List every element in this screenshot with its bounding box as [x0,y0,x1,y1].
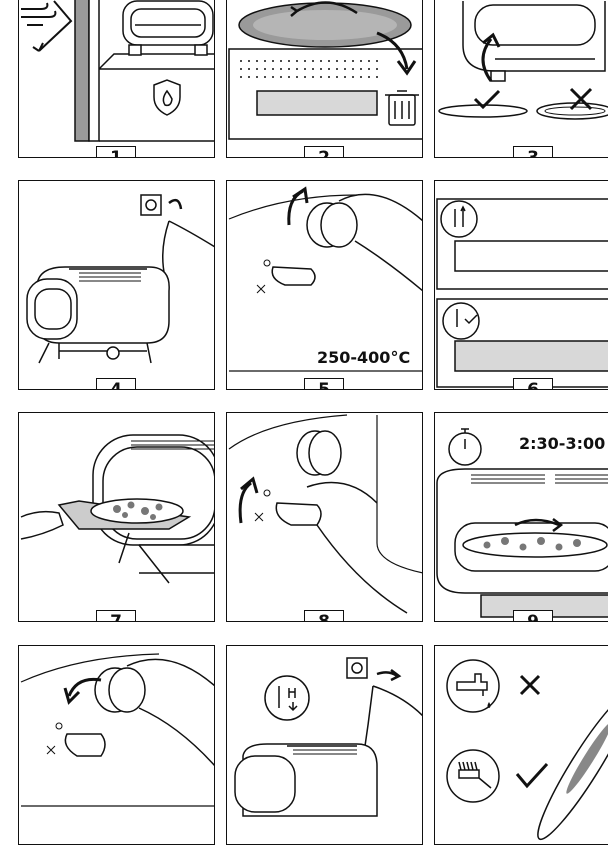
step-number-badge: 6 [513,378,553,389]
step-7-panel: 7 [18,412,215,622]
oven-icon [436,468,608,594]
trash-icon [385,90,419,126]
vent-lines [293,749,357,755]
step-5-panel: 250-400°C 5 [226,180,423,390]
oven-icon [122,0,214,56]
set-timer-illustration [228,414,422,614]
stopwatch-icon [448,428,482,466]
ventilation-clearance-illustration [21,0,214,142]
oven-icon [462,1,606,82]
step-2-panel: 2 [226,0,423,158]
vent-lines [471,474,608,484]
temperature-knob [296,430,342,476]
stain [566,722,608,794]
vent-lines [131,440,214,450]
step-number-badge: 3 [513,146,553,157]
wind-icon [21,0,73,52]
preheat-indicator-illustration [436,198,608,388]
cooking-time-illustration [436,428,608,618]
hand [372,685,422,717]
rotate-arrow-icon [290,1,358,17]
plug-in-illustration [26,194,214,364]
hand [338,193,422,292]
socket-icon [140,194,162,216]
step-8-panel: 8 [226,412,423,622]
pizza-toppings [483,537,581,551]
timer-knob [271,266,316,286]
cool-down-icon [264,675,310,721]
ready-icon [442,302,480,340]
cross-icon [569,87,593,111]
up-arrow-icon [481,32,501,82]
hand [126,658,214,767]
step-9-panel: 2:30-3:00 9 [434,412,608,622]
turn-off-illustration [20,653,214,807]
check-icon [515,762,549,789]
pizza-stone [537,691,608,841]
rotate-arrow-icon [63,677,102,705]
remove-stone-illustration [228,1,422,140]
hand [168,220,214,248]
cool-down-unplug-illustration [234,657,422,817]
temperature-knob [94,667,146,713]
oven-icon [234,743,378,817]
insert-stone-illustration [438,1,608,120]
fire-safe-icon [153,79,181,116]
check-icon [473,89,501,110]
step-number-badge: 8 [304,610,344,621]
unplug-arrow-icon [376,669,402,682]
step-number-badge: 1 [96,146,136,157]
vent-lines [79,272,141,282]
step-6-panel: 6 [434,180,608,390]
step-1-panel: 1 [18,0,215,158]
step-12-panel [434,645,608,845]
plug-arrow-icon [168,198,183,210]
set-temperature-illustration [228,186,422,372]
hand [306,481,408,614]
vent-dots [240,60,378,78]
rotate-arrow-icon [287,186,309,226]
heating-icon [440,200,478,238]
oven-icon [26,266,170,364]
step-3-panel: 3 [434,0,608,158]
wall [74,0,90,142]
socket-icon [346,657,368,679]
down-arrow-icon [376,31,417,76]
step-number-badge: 9 [513,610,553,621]
brush-icon [446,749,500,803]
pizza [462,532,608,558]
step-number-badge: 4 [96,378,136,389]
rotate-arrow-icon [514,518,564,532]
temperature-range-label: 250-400°C [317,348,411,367]
timer-knob [275,502,322,526]
pizza [90,498,184,524]
cooking-time-label: 2:30-3:00 [519,434,606,453]
step-10-panel [18,645,215,845]
rotate-arrow-icon [238,476,259,524]
pizza-toppings [113,501,163,520]
step-number-badge: 2 [304,146,344,157]
step-number-badge: 5 [304,378,344,389]
hand [20,510,64,540]
cross-icon [519,674,541,696]
water-tap-icon [446,659,500,713]
insert-pizza-illustration [20,434,214,584]
step-4-panel: 4 [18,180,215,390]
cleaning-instructions-illustration [446,659,608,841]
timer-knob [64,733,106,757]
step-11-panel [226,645,423,845]
temperature-knob [306,202,358,248]
oven-opening [256,90,378,116]
step-number-badge: 7 [96,610,136,621]
